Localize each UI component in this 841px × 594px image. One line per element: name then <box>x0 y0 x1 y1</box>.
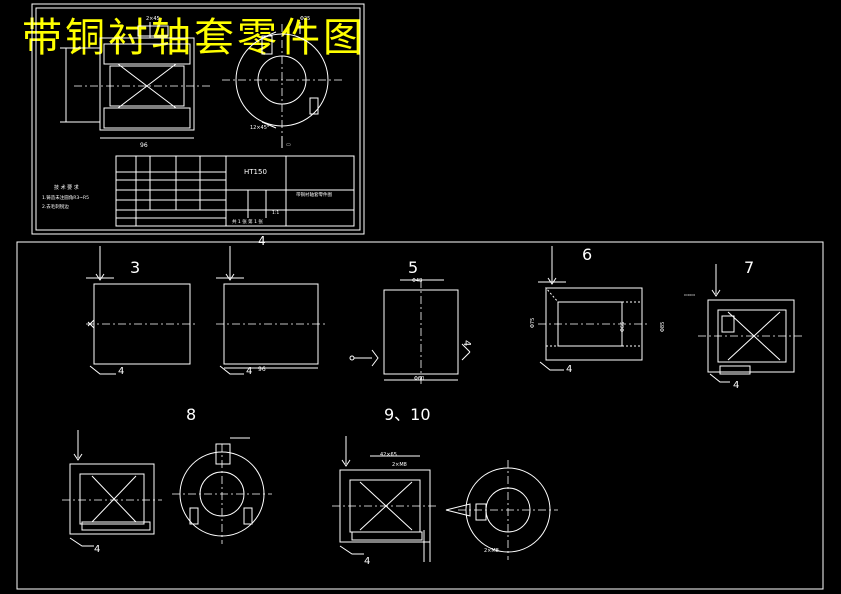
step-9-10-dim-2xM8: 2×M8 <box>392 462 407 468</box>
tech-heading: 技 术 要 求 <box>54 184 79 191</box>
step-9-10: 9、10 4 42×65 2×M8 2×M8 <box>332 405 558 567</box>
sheets-label: 共 1 张 第 1 张 <box>232 218 263 225</box>
sheet-side-view: 12×45° Φ25 ▭ <box>222 16 342 148</box>
step-9-10-side-dim: 2×M8 <box>484 548 499 554</box>
step-7-dim-4: 4 <box>733 380 739 391</box>
step-3-label: 3 <box>130 258 140 277</box>
title-block-part-name: 带铜衬轴套零件图 <box>296 191 332 198</box>
step-5-label: 5 <box>408 258 418 277</box>
step-7-label: 7 <box>744 258 754 277</box>
step-3: 3 4 <box>86 246 198 377</box>
tech-requirements: 技 术 要 求 1.铸造未注圆角R3~R5 2.去毛刺锐边 <box>42 184 89 210</box>
step-3-dim-4: 4 <box>118 366 124 377</box>
dim-phi25: Φ25 <box>300 16 310 22</box>
step-4-dim-4: 4 <box>246 366 252 377</box>
panel-top-label: 4 <box>258 234 266 248</box>
tech-line-2: 2.去毛刺锐边 <box>42 203 69 210</box>
tech-line-1: 1.铸造未注圆角R3~R5 <box>42 194 89 201</box>
drawing-sheet: 96 2×45 12×45° Φ25 ▭ 技 术 要 求 1.铸造未注圆角R3~… <box>31 3 365 235</box>
step-4-dim-96: 96 <box>258 366 266 373</box>
title-block: HT150 带铜衬轴套零件图 1:1 共 1 张 第 1 张 <box>115 155 355 227</box>
material-label: HT150 <box>244 168 267 176</box>
step-4: 4 96 <box>216 246 326 377</box>
step-6-label: 6 <box>582 245 592 264</box>
step-6-dim-4: 4 <box>566 364 572 375</box>
step-7-note: ▭▭▭ <box>684 292 696 297</box>
sheet-front-view: 96 2×45 <box>60 16 212 149</box>
step-5-dim-phi48: Φ48 <box>412 278 422 284</box>
step-5: 5 Φ48 Φ60 4 <box>349 258 472 384</box>
step-9-10-dim-42x65: 42×65 <box>380 452 397 458</box>
step-8: 8 4 <box>62 405 272 555</box>
step-8-label: 8 <box>186 405 196 424</box>
sheet-inner-border <box>35 7 361 231</box>
step-7: 7 ▭▭▭ 4 <box>684 258 802 391</box>
step-8-dim-4: 4 <box>94 544 100 555</box>
step-6: 6 4 Φ75 Φ66 Φ85 <box>530 245 666 375</box>
dim-note: ▭ <box>286 142 291 148</box>
step-9-10-label: 9、10 <box>384 405 431 424</box>
process-panel-border <box>16 241 824 590</box>
sheet-border <box>31 3 365 235</box>
step-5-dim-4: 4 <box>461 340 472 346</box>
dim-96: 96 <box>140 142 148 149</box>
scale-label: 1:1 <box>272 210 279 216</box>
dim-2x45: 2×45 <box>146 16 160 22</box>
step-9-10-dim-4: 4 <box>364 556 370 567</box>
step-6-dim-phi85: Φ85 <box>660 322 666 332</box>
dim-12x45: 12×45° <box>250 125 270 131</box>
step-6-dim-phi75: Φ75 <box>530 318 536 328</box>
step-6-dim-phi66: Φ66 <box>620 322 626 332</box>
step-5-dim-phi60: Φ60 <box>414 376 424 382</box>
